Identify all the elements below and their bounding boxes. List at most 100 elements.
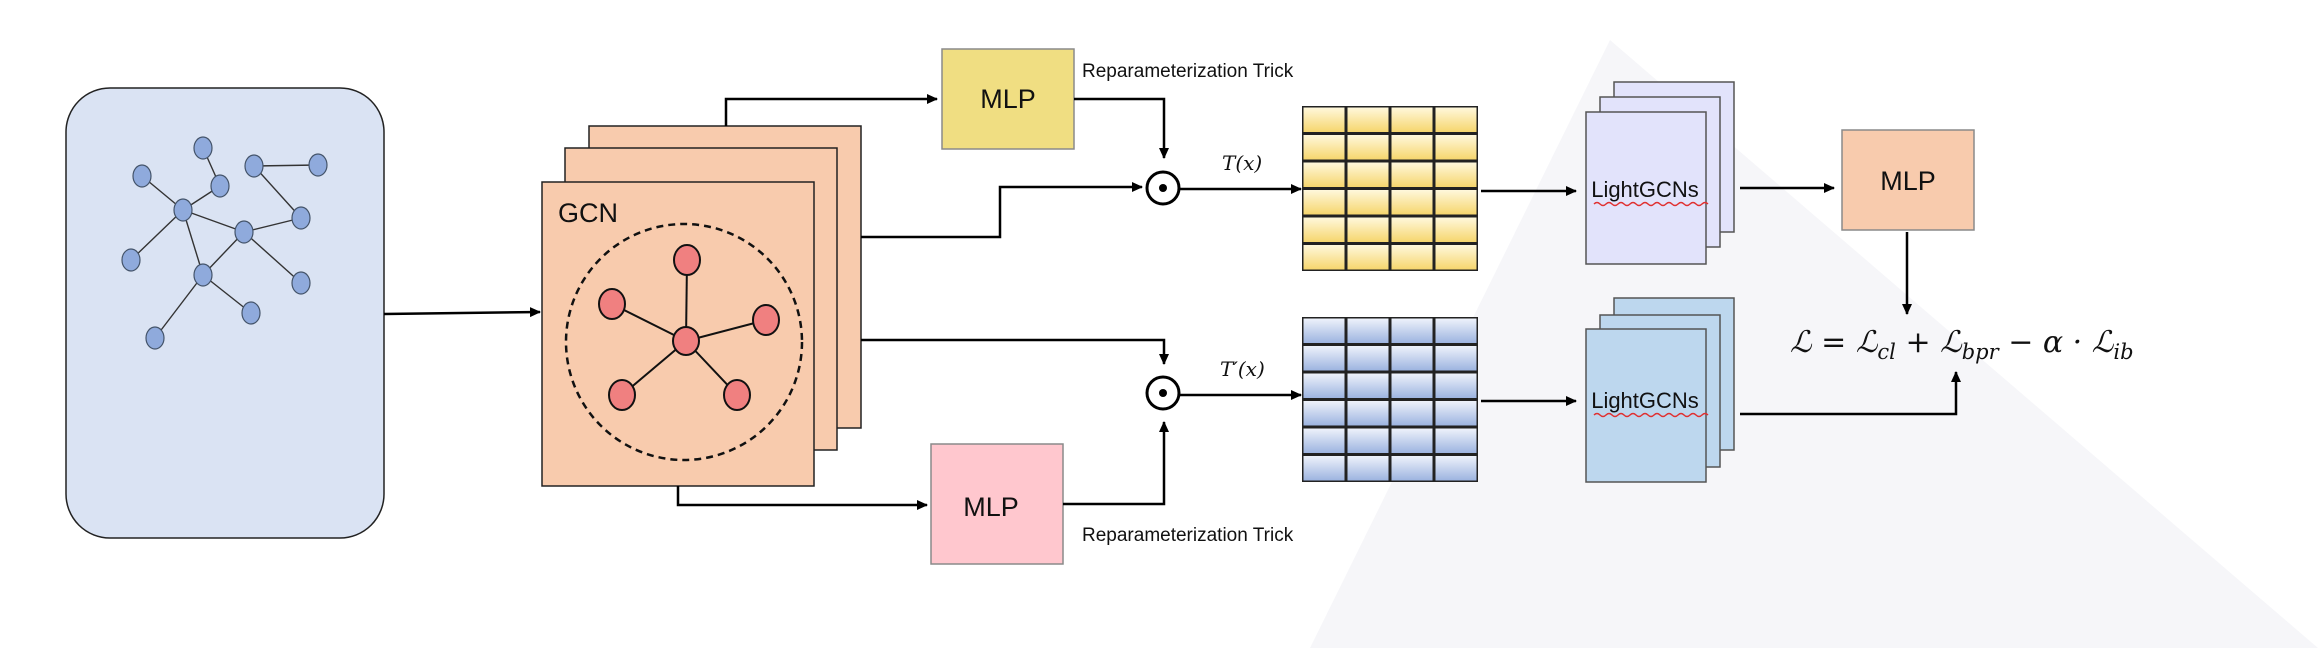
gcn-neighbor-node — [673, 244, 701, 276]
gcn-neighbor-node — [608, 379, 636, 411]
arrow-gcn-to-operator-top — [861, 182, 1143, 239]
graph-node — [173, 198, 193, 222]
embedding-cell — [1303, 346, 1345, 371]
embedding-cell — [1347, 162, 1389, 187]
arrow-gcn-to-mlp-top — [724, 94, 938, 126]
embedding-cell — [1435, 456, 1477, 481]
embedding-cell — [1391, 428, 1433, 453]
embedding-cell — [1303, 217, 1345, 242]
loss-sub-ib: ib — [2113, 340, 2133, 364]
embedding-cell — [1303, 245, 1345, 270]
spellcheck-underline-top — [1593, 201, 1709, 207]
embedding-cell — [1303, 162, 1345, 187]
mlp-right-box — [1841, 129, 1975, 231]
lightgcn-bottom-label: LightGCNs — [1591, 388, 1699, 413]
embedding-cell — [1347, 318, 1389, 343]
reparam-top-label: Reparameterization Trick — [1082, 61, 1294, 82]
graph-node — [193, 263, 213, 287]
embedding-cell — [1347, 135, 1389, 160]
graph-node — [145, 326, 165, 350]
graph-node — [241, 301, 261, 325]
embedding-cell — [1347, 373, 1389, 398]
embedding-cell — [1347, 190, 1389, 215]
spellcheck-underline-bottom — [1593, 412, 1709, 418]
mlp-top-label: MLP — [980, 84, 1036, 114]
lightgcn-stack-top — [1585, 81, 1735, 265]
graph-node — [308, 153, 328, 177]
embedding-cell — [1435, 401, 1477, 426]
embedding-cell — [1347, 245, 1389, 270]
arrow-gcn-to-mlp-bottom — [676, 486, 928, 510]
arrow-graph-to-gcn — [383, 307, 541, 318]
reparam-bottom-label: Reparameterization Trick — [1082, 525, 1294, 546]
embedding-cell — [1435, 245, 1477, 270]
embedding-cell — [1347, 401, 1389, 426]
gcn-neighbor-node — [723, 379, 751, 411]
embedding-grid-bottom — [1302, 317, 1478, 482]
loss-sub-cl: cl — [1877, 340, 1895, 364]
embedding-cell — [1303, 401, 1345, 426]
loss-formula: ℒ = ℒcl + ℒbpr − α · ℒib — [1790, 325, 2134, 364]
arrow-lightgcn-bottom-to-loss — [1740, 371, 1961, 416]
embedding-cell — [1303, 190, 1345, 215]
embedding-cell — [1391, 318, 1433, 343]
embedding-cell — [1391, 135, 1433, 160]
embedding-cell — [1391, 245, 1433, 270]
embedding-cell — [1435, 346, 1477, 371]
embedding-cell — [1303, 456, 1345, 481]
gcn-stack: GCN — [541, 125, 862, 487]
embedding-cell — [1391, 162, 1433, 187]
hadamard-dot-top — [1159, 184, 1167, 192]
embedding-grid-top — [1302, 106, 1478, 271]
embedding-cell — [1347, 217, 1389, 242]
embedding-cell — [1391, 190, 1433, 215]
arrow-mlp-bottom-to-operator — [1063, 421, 1169, 506]
embedding-cell — [1391, 373, 1433, 398]
loss-symbol: ℒ = ℒ — [1790, 325, 1879, 360]
gcn-center-node — [672, 326, 700, 356]
embedding-cell — [1391, 401, 1433, 426]
input-graph-panel — [65, 87, 385, 539]
embedding-cell — [1347, 428, 1389, 453]
embedding-cell — [1435, 318, 1477, 343]
embedding-grid-frame — [1302, 106, 1478, 271]
graph-node — [121, 248, 141, 272]
embedding-cell — [1303, 107, 1345, 132]
gcn-receptive-field — [564, 222, 804, 462]
embedding-cell — [1435, 107, 1477, 132]
embedding-cell — [1435, 135, 1477, 160]
embedding-cell — [1435, 373, 1477, 398]
embedding-cell — [1347, 107, 1389, 132]
embedding-cell — [1303, 373, 1345, 398]
lightgcn-top-label: LightGCNs — [1591, 177, 1699, 202]
lightgcn-stack-bottom — [1585, 297, 1735, 483]
embedding-cell — [1391, 107, 1433, 132]
embedding-cell — [1391, 217, 1433, 242]
embedding-cell — [1435, 428, 1477, 453]
gcn-neighbor-node — [752, 304, 780, 336]
gcn-neighbor-node — [598, 288, 626, 320]
embedding-cell — [1435, 190, 1477, 215]
arrow-mlp-top-to-operator — [1074, 97, 1169, 159]
mlp-bottom-label: MLP — [963, 492, 1019, 522]
arrow-gcn-to-operator-bottom — [861, 338, 1169, 365]
embedding-cell — [1303, 135, 1345, 160]
graph-node — [244, 154, 264, 178]
embedding-cell — [1303, 318, 1345, 343]
mlp-top-box — [941, 48, 1075, 150]
embedding-cell — [1391, 456, 1433, 481]
embedding-cell — [1347, 456, 1389, 481]
embedding-cell — [1347, 346, 1389, 371]
graph-node — [210, 174, 230, 198]
embedding-cell — [1303, 428, 1345, 453]
graph-node — [234, 220, 254, 244]
transform-bottom-label: T′(x) — [1220, 357, 1265, 381]
gcn-label: GCN — [558, 198, 618, 228]
mlp-bottom-box — [930, 443, 1064, 565]
graph-node — [291, 271, 311, 295]
input-graph-nodes — [121, 136, 328, 350]
graph-node — [132, 164, 152, 188]
hadamard-dot-bottom — [1159, 389, 1167, 397]
transform-top-label: T(x) — [1222, 151, 1262, 175]
